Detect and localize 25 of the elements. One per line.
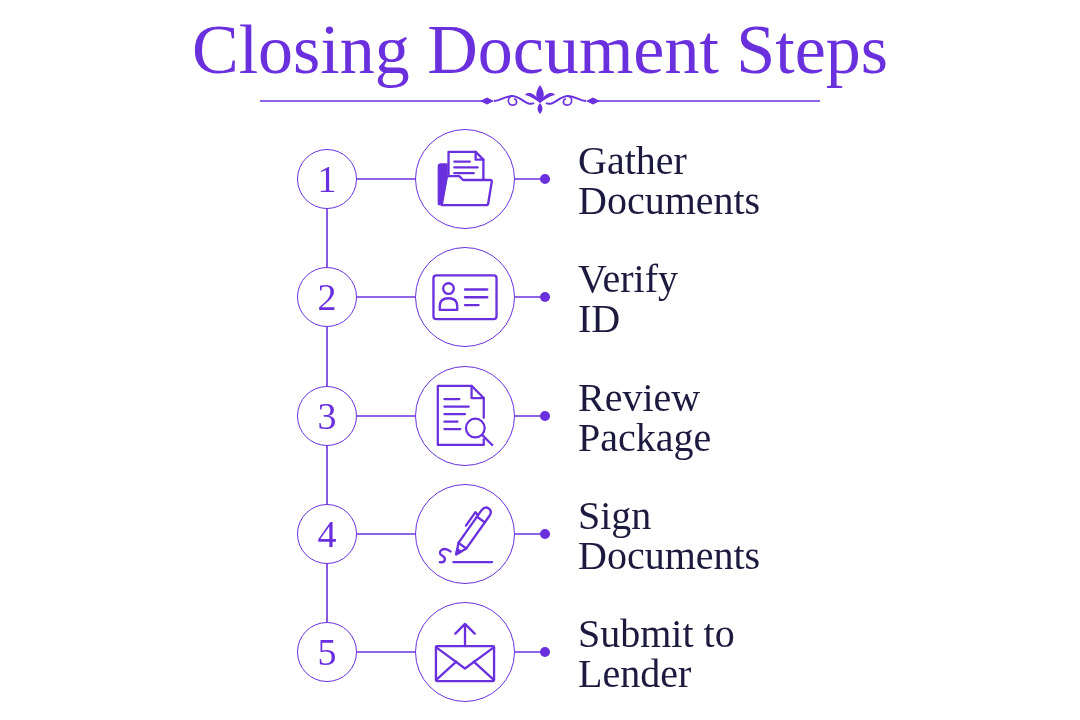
- connector-line: [514, 174, 551, 184]
- connector-line: [356, 533, 416, 535]
- number-circle: 5: [297, 622, 357, 682]
- connector-line: [326, 326, 328, 387]
- connector-line: [514, 529, 551, 539]
- number-circle: 3: [297, 386, 357, 446]
- connector-line: [356, 651, 416, 653]
- connector-line: [326, 445, 328, 505]
- step-label: Sign Documents: [578, 496, 762, 576]
- connector-line: [326, 208, 328, 268]
- number-circle: 2: [297, 267, 357, 327]
- step-label: Review Package: [578, 378, 713, 458]
- connector-line: [514, 292, 551, 302]
- connector-line: [356, 415, 416, 417]
- connector-line: [326, 563, 328, 623]
- connector-line: [356, 296, 416, 298]
- connector-line: [514, 411, 551, 421]
- step-label: Verify ID: [578, 259, 679, 339]
- step-label: Submit to Lender: [578, 614, 736, 694]
- connector-line: [514, 647, 551, 657]
- number-circle: 1: [297, 149, 357, 209]
- diagram-title: Closing Document Steps: [191, 12, 889, 88]
- connector-line: [356, 178, 416, 180]
- step-label: Gather Documents: [578, 141, 762, 221]
- number-circle: 4: [297, 504, 357, 564]
